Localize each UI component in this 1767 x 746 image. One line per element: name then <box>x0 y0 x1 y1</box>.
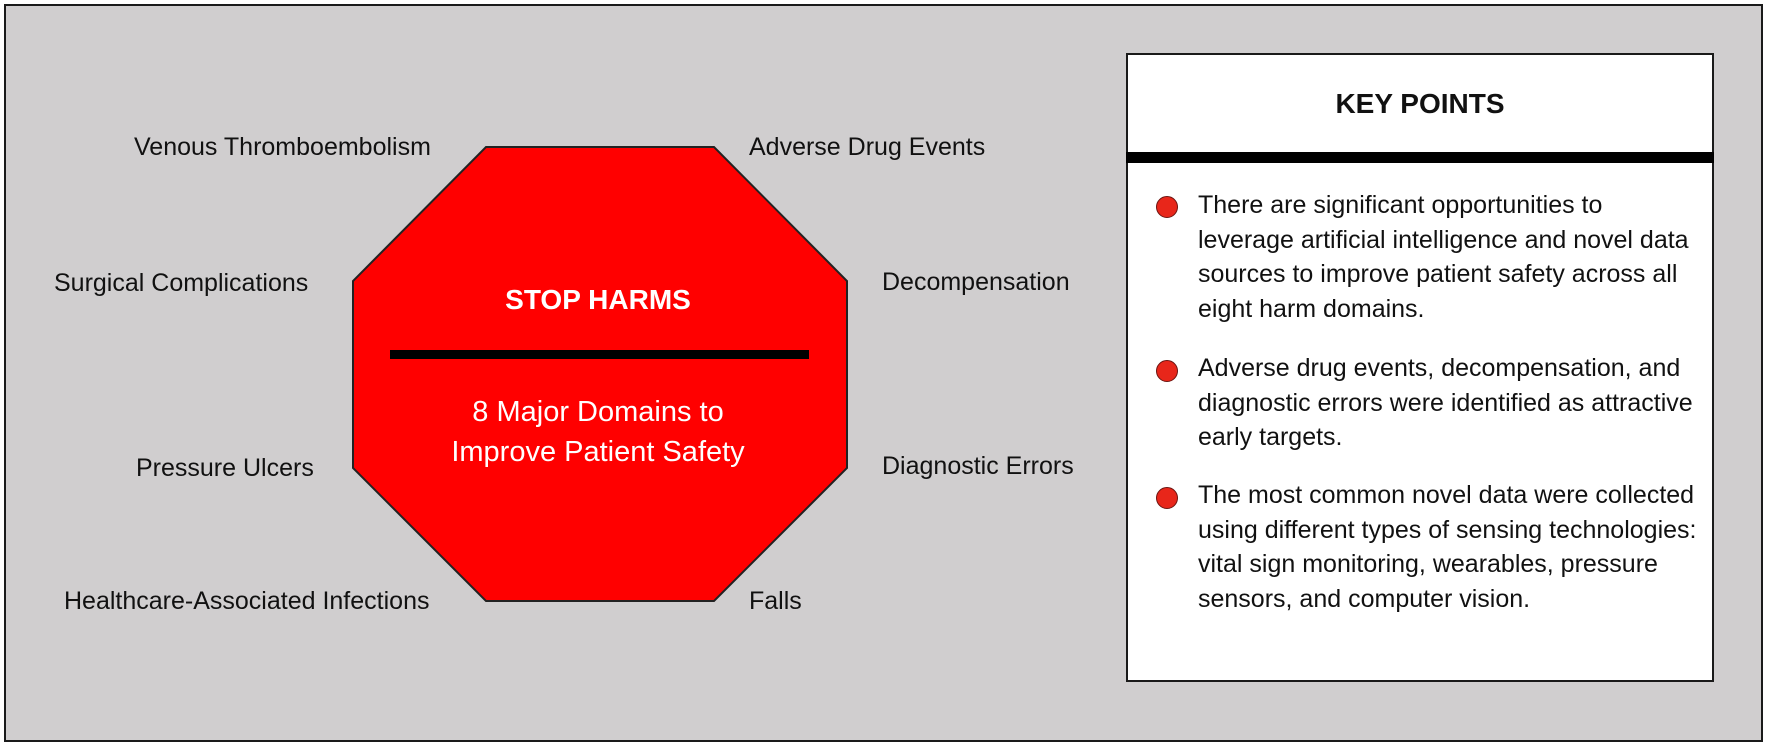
domain-falls: Falls <box>749 587 802 615</box>
key-point-1: There are significant opportunities to l… <box>1198 191 1689 323</box>
bullet-icon <box>1156 360 1178 382</box>
domain-venous-thromboembolism: Venous Thromboembolism <box>134 133 431 161</box>
domain-diagnostic-errors: Diagnostic Errors <box>882 452 1074 480</box>
domain-decompensation: Decompensation <box>882 268 1070 296</box>
domain-pressure-ulcers: Pressure Ulcers <box>136 454 314 482</box>
stop-sign-title: STOP HARMS <box>505 284 691 315</box>
stop-sign-divider <box>390 350 809 359</box>
key-points-divider <box>1126 152 1714 163</box>
key-point-3: The most common novel data were collecte… <box>1198 481 1697 613</box>
stop-sign-shape <box>352 146 848 602</box>
stop-sign-subtitle-line1: 8 Major Domains to <box>472 396 724 428</box>
key-point-2: Adverse drug events, decompensation, and… <box>1198 354 1693 451</box>
stop-sign-subtitle-line2: Improve Patient Safety <box>451 436 745 468</box>
domain-healthcare-associated-infections: Healthcare-Associated Infections <box>64 587 430 615</box>
bullet-icon <box>1156 196 1178 218</box>
stop-sign-subtitle: 8 Major Domains to Improve Patient Safet… <box>353 392 843 472</box>
bullet-icon <box>1156 487 1178 509</box>
domain-surgical-complications: Surgical Complications <box>54 269 309 297</box>
domain-adverse-drug-events: Adverse Drug Events <box>749 133 986 161</box>
key-points-heading: KEY POINTS <box>1335 87 1505 119</box>
key-points-panel: KEY POINTS There are significant opportu… <box>1126 53 1714 682</box>
